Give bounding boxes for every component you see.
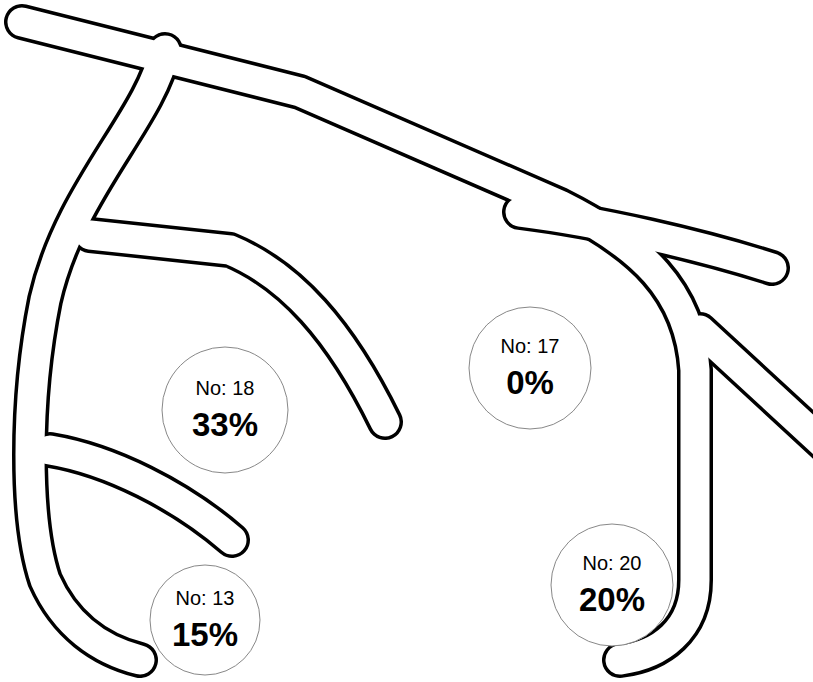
segment-number: No: 17	[501, 335, 560, 358]
percentage-circle: No: 17 0%	[468, 306, 592, 430]
percentage-circle: No: 20 20%	[550, 523, 674, 647]
circle-shape	[469, 307, 591, 429]
segment-number: No: 13	[176, 587, 235, 610]
percentage-circle: No: 18 33%	[161, 346, 289, 474]
segment-number: No: 20	[583, 552, 642, 575]
circle-shape	[162, 347, 288, 473]
percentage-value: 33%	[192, 406, 258, 444]
percentage-value: 0%	[506, 364, 554, 402]
segment-number: No: 18	[196, 377, 255, 400]
vessel-outline	[22, 22, 813, 660]
percentage-circle: No: 13 15%	[149, 564, 261, 676]
percentage-value: 20%	[579, 581, 645, 619]
percentage-value: 15%	[172, 616, 238, 654]
circle-shape	[150, 565, 260, 675]
vessel-lumen	[22, 22, 813, 660]
circle-shape	[551, 524, 673, 646]
